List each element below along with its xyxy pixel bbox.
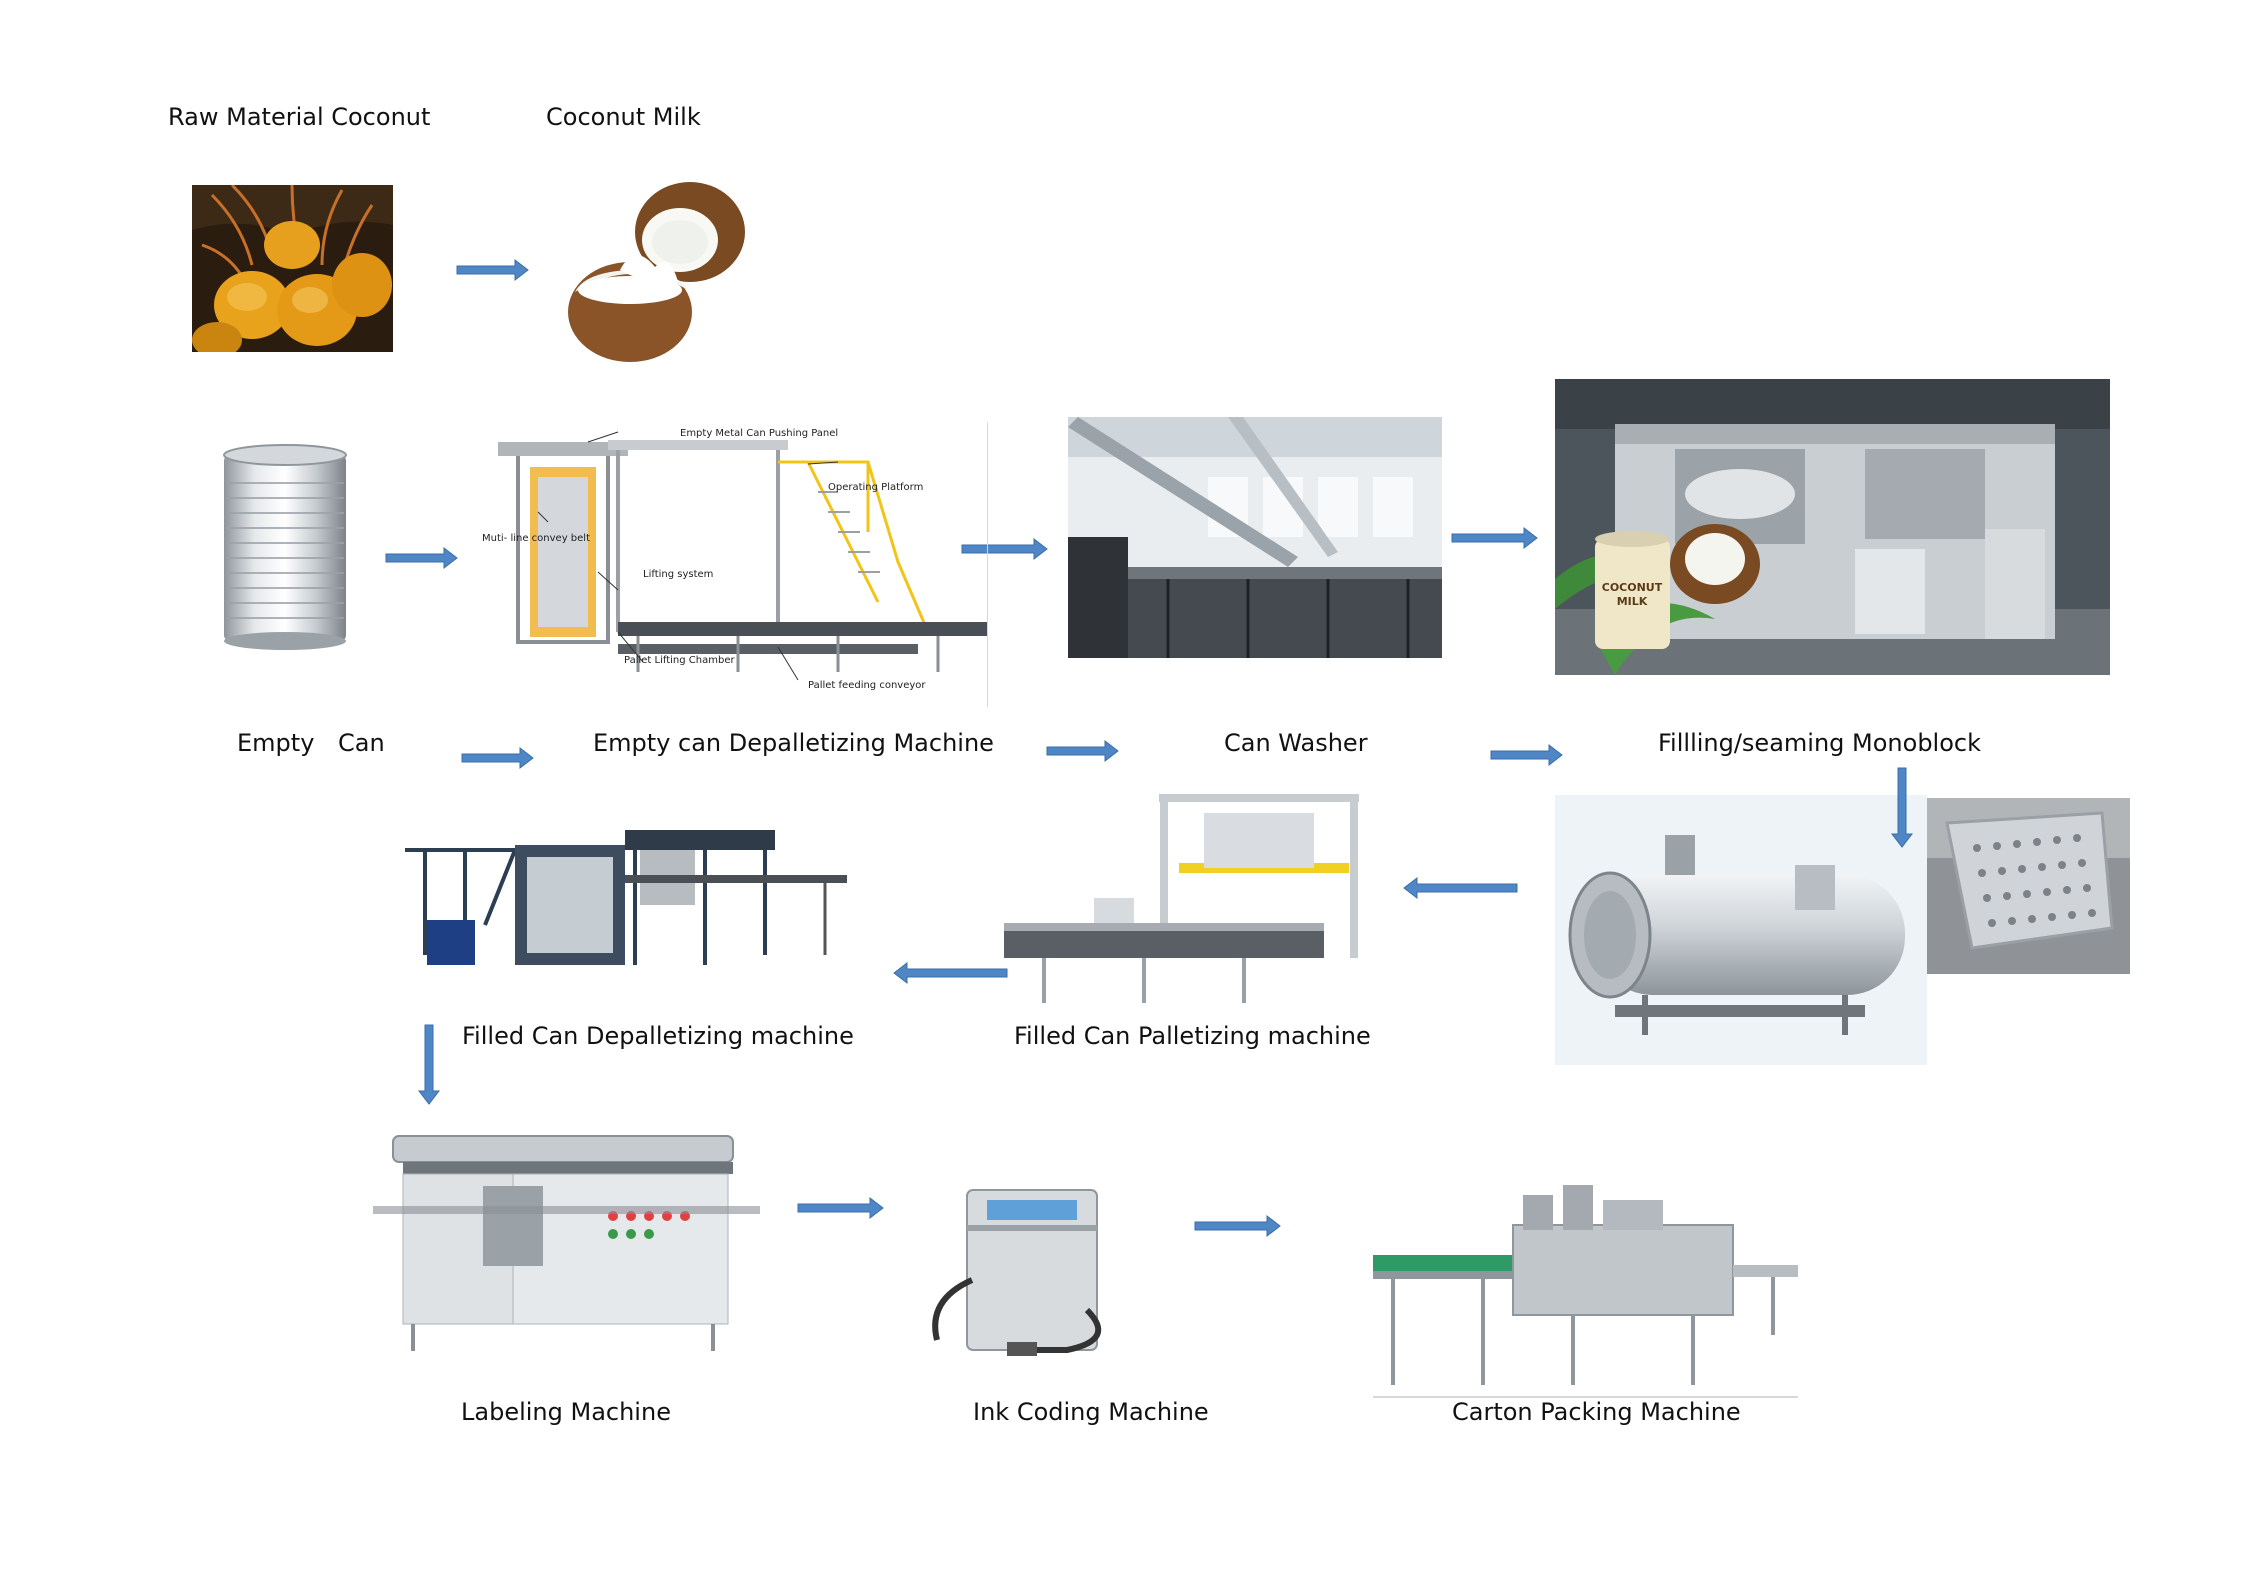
label-labeling-machine: Labeling Machine <box>461 1398 671 1426</box>
arrow-palletizer-to-depalletizer <box>893 961 1008 985</box>
label-filling-seaming-monoblock: Fillling/seaming Monoblock <box>1658 729 1981 757</box>
can-label-line1: COCONUT <box>1602 581 1663 594</box>
filled-can-depalletizer-image <box>405 805 847 980</box>
label-empty-can-a: Empty <box>237 729 315 757</box>
filling-seaming-monoblock-image: COCONUT MILK <box>1555 379 2110 675</box>
label-empty-can-b: Can <box>338 729 385 757</box>
callout-feeding-conveyor: Pallet feeding conveyor <box>808 680 926 691</box>
arrow-row2-2 <box>1046 739 1119 763</box>
arrow-coding-to-carton <box>1194 1214 1281 1238</box>
can-washer-image <box>1068 417 1442 658</box>
label-can-washer: Can Washer <box>1224 729 1368 757</box>
arrow-monoblock-to-retort <box>1890 767 1914 848</box>
callout-lifting-system: Lifting system <box>643 569 714 580</box>
empty-can-depalletizer-image: Empty Metal Can Pushing Panel Operating … <box>478 422 988 707</box>
arrow-can-to-depalletizer <box>385 546 458 570</box>
callout-pushing-panel: Empty Metal Can Pushing Panel <box>680 428 839 439</box>
can-label-line2: MILK <box>1617 595 1648 608</box>
arrow-retort-to-palletizer <box>1403 876 1518 900</box>
callout-conveyor-belt: Muti- line convey belt <box>482 533 590 544</box>
arrow-labeling-to-coding <box>797 1196 884 1220</box>
label-carton-packing-machine: Carton Packing Machine <box>1452 1398 1741 1426</box>
label-filled-can-depalletizing: Filled Can Depalletizing machine <box>462 1022 854 1050</box>
coconut-milk-image <box>560 172 760 367</box>
carton-packing-machine-image <box>1373 1185 1798 1400</box>
label-coconut-milk: Coconut Milk <box>546 103 701 131</box>
raw-coconut-image <box>192 185 393 352</box>
label-filled-can-palletizing: Filled Can Palletizing machine <box>1014 1022 1371 1050</box>
ink-coding-machine-image <box>917 1180 1150 1365</box>
callout-lifting-chamber: Pallet Lifting Chamber <box>624 655 735 666</box>
divider-line <box>987 422 988 707</box>
arrow-row2-3 <box>1490 743 1563 767</box>
arrow-washer-to-monoblock <box>1451 526 1538 550</box>
perforated-basket-image <box>1927 798 2130 974</box>
callout-operating-platform: Operating Platform <box>828 482 924 493</box>
filled-can-palletizer-image <box>1004 778 1366 1010</box>
empty-can-image <box>218 443 352 653</box>
label-ink-coding-machine: Ink Coding Machine <box>973 1398 1209 1426</box>
label-raw-material-coconut: Raw Material Coconut <box>168 103 431 131</box>
arrow-depalletizer-to-labeling <box>417 1024 441 1105</box>
label-empty-can-depalletizing: Empty can Depalletizing Machine <box>593 729 994 757</box>
arrow-row2-1 <box>461 746 534 770</box>
arrow-depalletizer-to-washer <box>961 537 1048 561</box>
retort-sterilizer-image <box>1555 795 1927 1065</box>
labeling-machine-image <box>373 1116 760 1366</box>
arrow-coconut-to-milk <box>456 258 529 282</box>
